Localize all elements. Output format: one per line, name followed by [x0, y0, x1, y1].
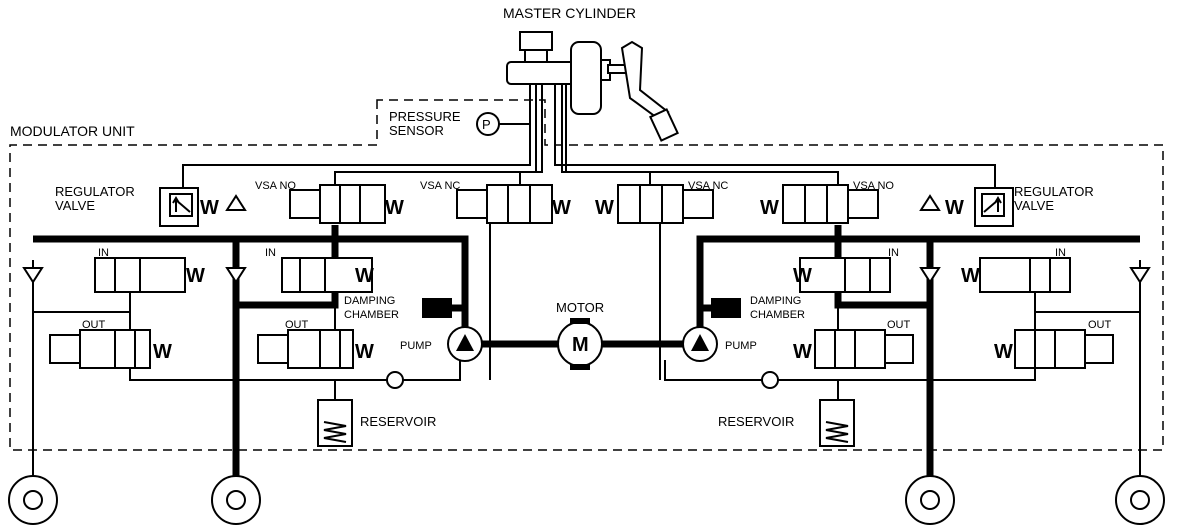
spring-symbol: W — [355, 341, 374, 363]
master-lines — [182, 84, 996, 188]
pump-left — [447, 326, 483, 362]
vsa-no-left-label: VSA NO — [255, 180, 296, 192]
spring-symbols: W W W W W W W W W W W W W W — [153, 197, 1013, 363]
out-valve-4-label: OUT — [1088, 319, 1112, 331]
vsa-no-valve-left — [289, 184, 386, 224]
regulator-valve-right — [974, 187, 1014, 227]
regulator-valve-right-label-line2: VALVE — [1014, 198, 1054, 213]
spring-symbol: W — [552, 197, 571, 219]
regulator-valve-left-label-line1: REGULATOR — [55, 184, 135, 199]
spring-symbol: W — [385, 197, 404, 219]
spring-symbol: W — [961, 265, 980, 287]
reservoir-right — [819, 399, 855, 447]
pressure-symbol: P — [482, 117, 491, 132]
vsa-nc-valve-right — [617, 184, 714, 224]
in-valve-2-label: IN — [265, 247, 276, 259]
motor-label: MOTOR — [556, 300, 604, 315]
in-valve-1 — [94, 257, 186, 293]
pump-right — [682, 326, 718, 362]
vsa-nc-right-label: VSA NC — [688, 180, 728, 192]
spring-symbol: W — [793, 265, 812, 287]
vsa-no-valve-right — [782, 184, 879, 224]
spring-symbol: W — [793, 341, 812, 363]
out-valve-2 — [257, 329, 354, 369]
in-valve-3 — [799, 257, 891, 293]
pressure-sensor-label-line1: PRESSURE — [389, 109, 461, 124]
pressure-sensor-label-line2: SENSOR — [389, 123, 444, 138]
out-valve-4 — [1014, 329, 1114, 369]
wheel-brakes — [8, 475, 1165, 525]
reservoir-right-label: RESERVOIR — [718, 414, 794, 429]
spring-symbol: W — [994, 341, 1013, 363]
spring-symbol: W — [355, 265, 374, 287]
out-valve-2-label: OUT — [285, 319, 309, 331]
spring-symbol: W — [186, 265, 205, 287]
pressure-sensor — [476, 112, 530, 136]
in-valve-4 — [979, 257, 1071, 293]
motor — [557, 318, 603, 370]
master-cylinder-label: MASTER CYLINDER — [503, 5, 636, 21]
return-lines — [32, 222, 1141, 488]
vsa-nc-left-label: VSA NC — [420, 180, 460, 192]
reservoir-left-label: RESERVOIR — [360, 414, 436, 429]
regulator-valve-left-label-line2: VALVE — [55, 198, 95, 213]
out-valve-3-label: OUT — [887, 319, 911, 331]
damping-chamber-left-label-line2: CHAMBER — [344, 309, 399, 321]
vsa-no-right-label: VSA NO — [853, 180, 894, 192]
reservoir-left — [317, 399, 353, 447]
out-valve-3 — [814, 329, 914, 369]
damping-chamber-right-label-line2: CHAMBER — [750, 309, 805, 321]
in-valve-4-label: IN — [1055, 247, 1066, 259]
modulator-unit-boundary — [9, 99, 1164, 451]
pump-left-label: PUMP — [400, 340, 432, 352]
damping-chamber-right-label-line1: DAMPING — [750, 295, 801, 307]
in-valve-2 — [281, 257, 373, 293]
spring-symbol: W — [200, 197, 219, 219]
spring-symbol: W — [595, 197, 614, 219]
spring-symbol: W — [760, 197, 779, 219]
in-valve-3-label: IN — [888, 247, 899, 259]
spring-symbol: W — [153, 341, 172, 363]
modulator-unit-label: MODULATOR UNIT — [10, 123, 135, 139]
check-valves — [22, 194, 1151, 389]
vsa-nc-valve-left — [456, 184, 553, 224]
damping-chamber-left-label-line1: DAMPING — [344, 295, 395, 307]
in-valve-1-label: IN — [98, 247, 109, 259]
regulator-valve-right-label-line1: REGULATOR — [1014, 184, 1094, 199]
master-cylinder-assembly — [506, 31, 679, 142]
regulator-valve-left — [159, 187, 199, 227]
motor-symbol: M — [572, 334, 589, 356]
out-valve-1 — [49, 329, 151, 369]
pump-right-label: PUMP — [725, 340, 757, 352]
out-valve-1-label: OUT — [82, 319, 106, 331]
spring-symbol: W — [945, 197, 964, 219]
